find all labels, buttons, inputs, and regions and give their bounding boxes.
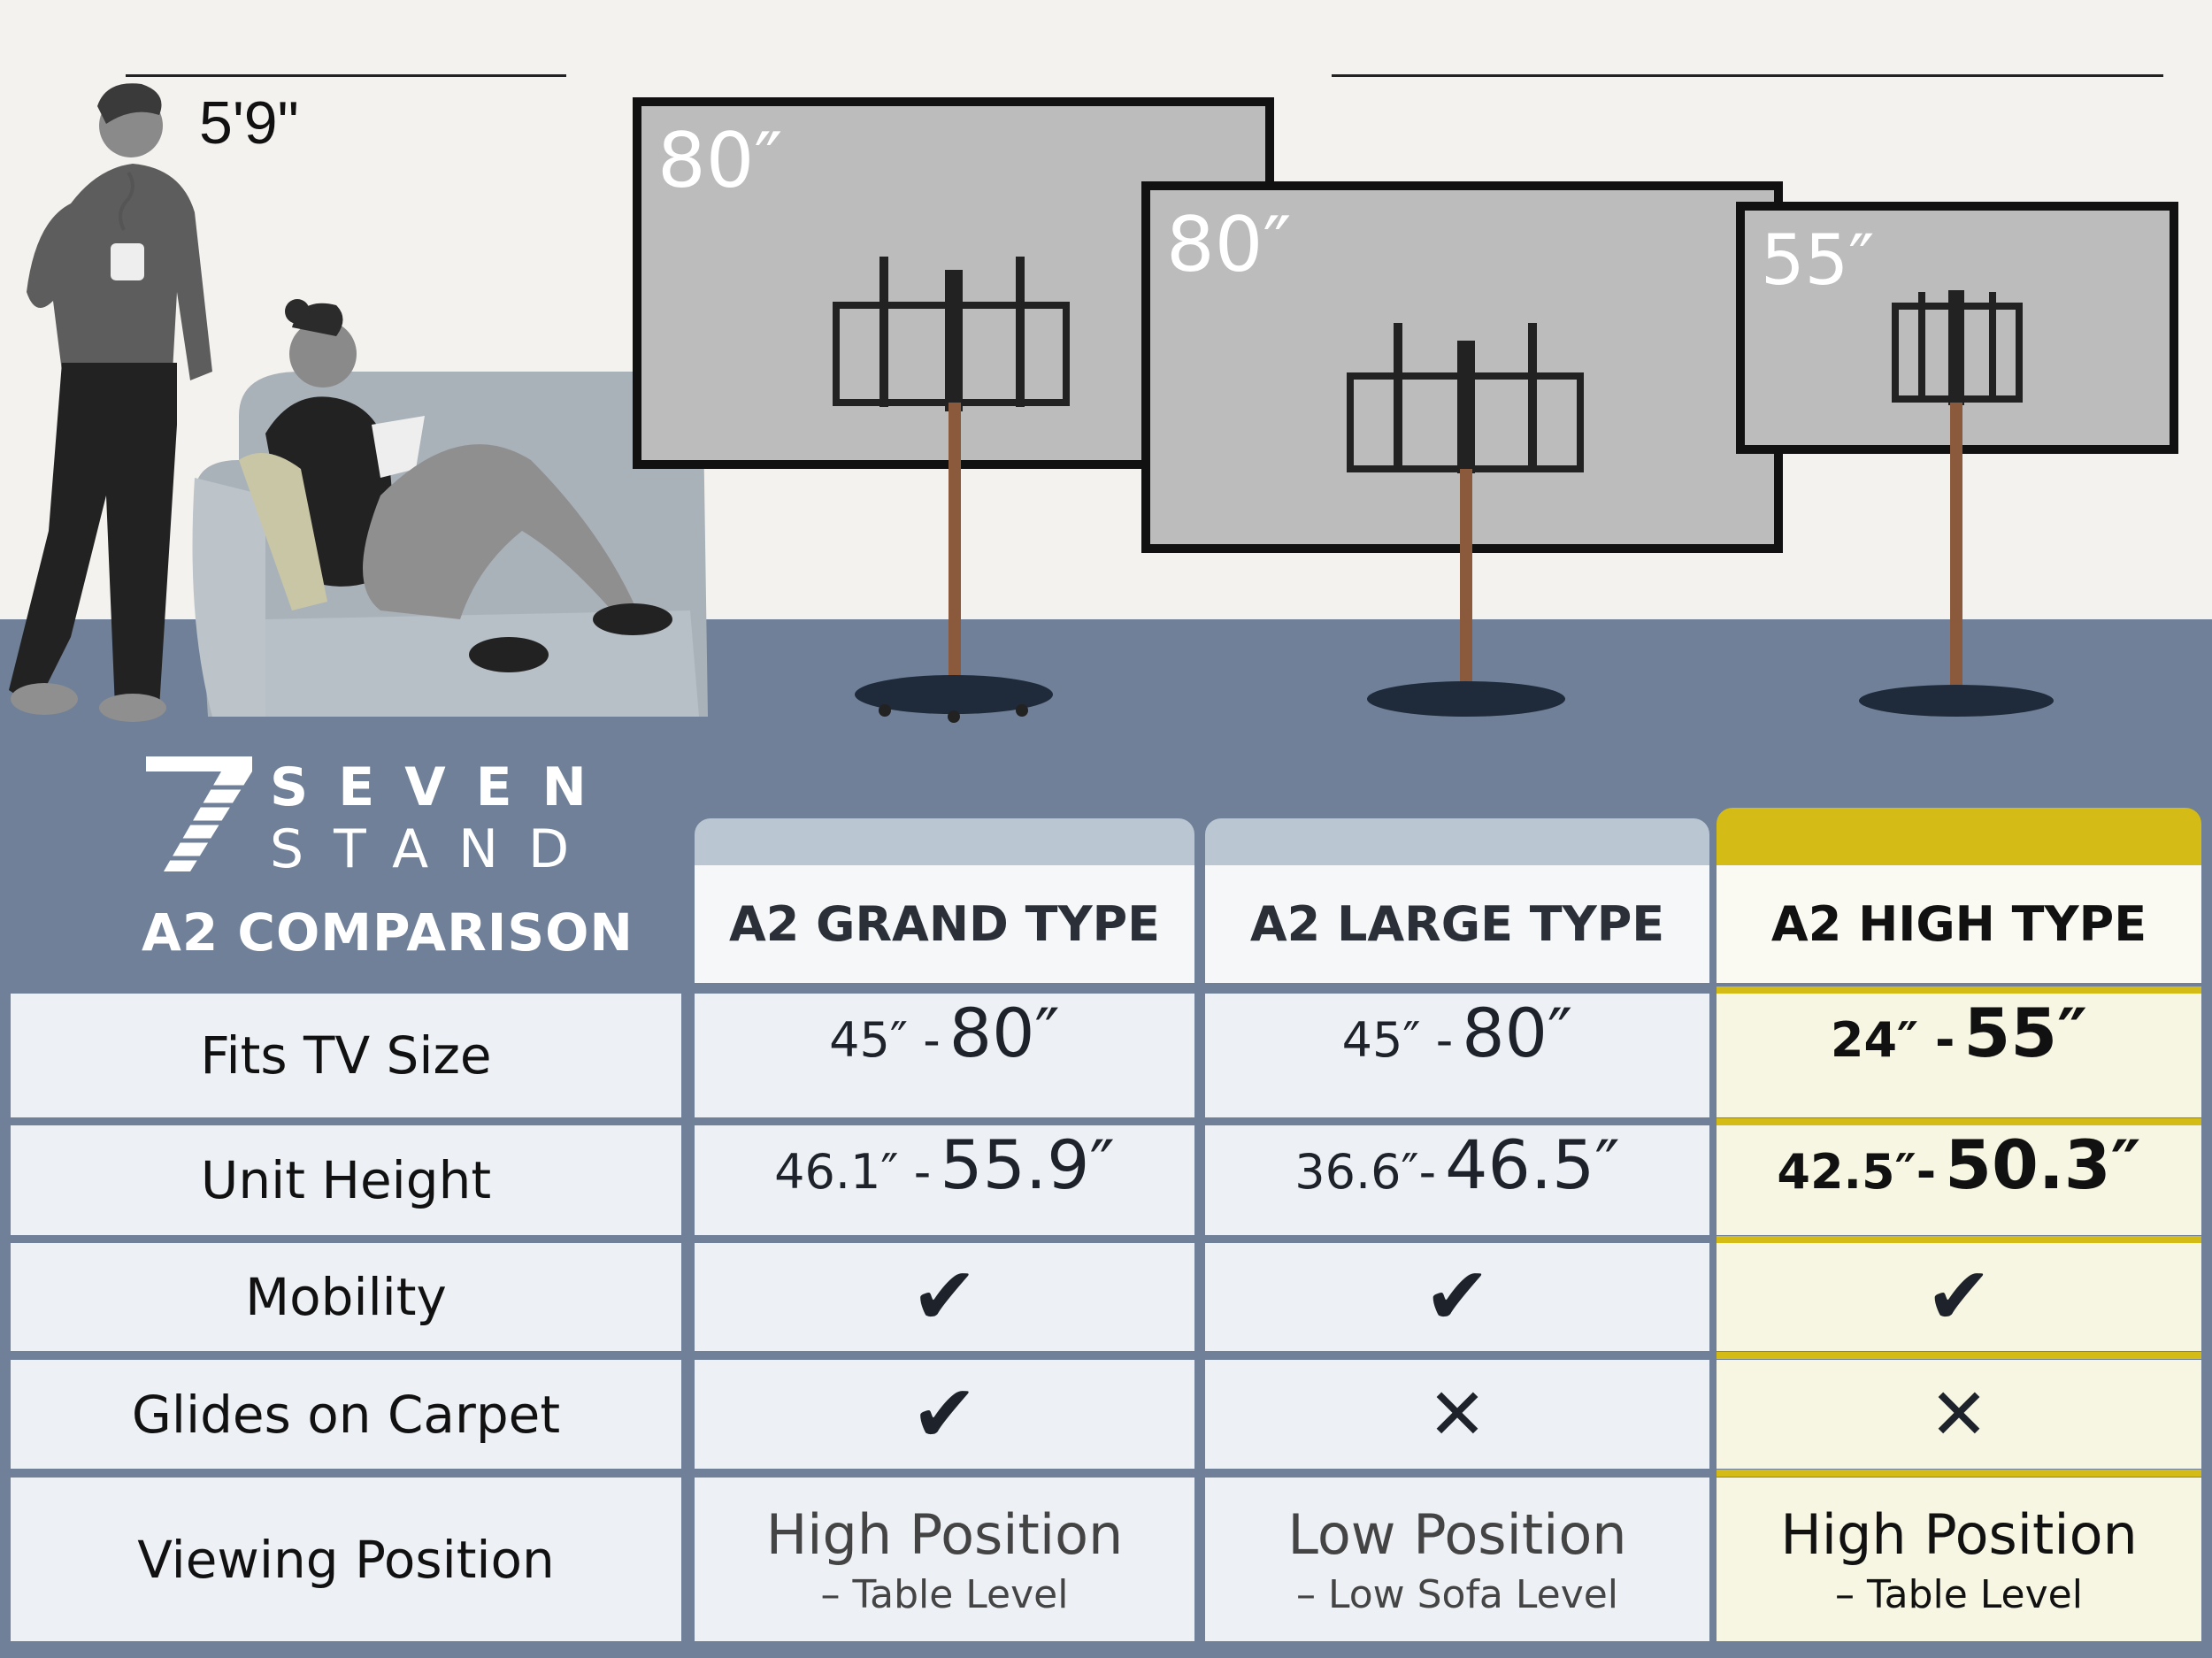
- cell-height-high: 42.5″- 50.3″: [1717, 1125, 2201, 1235]
- highlight-separator: [1717, 1118, 2201, 1125]
- seven-stand-logo-icon: [142, 756, 252, 871]
- column-header-high: A2 HIGH TYPE: [1717, 865, 2201, 983]
- cell-glides-large: ✕: [1205, 1360, 1709, 1469]
- cell-mobility-large: ✔: [1205, 1243, 1709, 1351]
- cell-mobility-high: ✔: [1717, 1243, 2201, 1351]
- stand-high: [1859, 290, 2054, 717]
- check-icon: ✔: [1925, 1250, 1993, 1343]
- person-height-label: 5'9": [199, 89, 299, 157]
- column-header-large: A2 LARGE TYPE: [1205, 865, 1709, 983]
- man-trousers: [9, 363, 177, 708]
- cell-viewing-large: Low Position – Low Sofa Level: [1205, 1478, 1709, 1641]
- column-header-grand: A2 GRAND TYPE: [695, 865, 1194, 983]
- row-label-unit-height: Unit Height: [11, 1125, 681, 1235]
- divider-line-left: [126, 74, 566, 77]
- row-label-glides: Glides on Carpet: [11, 1360, 681, 1469]
- check-icon: ✔: [1424, 1250, 1491, 1343]
- cell-height-grand: 46.1″ - 55.9″: [695, 1125, 1194, 1235]
- stand-large: [1347, 323, 1584, 717]
- highlight-separator: [1717, 1352, 2201, 1359]
- row-label-mobility: Mobility: [11, 1243, 681, 1351]
- cell-viewing-grand: High Position – Table Level: [695, 1478, 1194, 1641]
- cell-mobility-grand: ✔: [695, 1243, 1194, 1351]
- row-label-fits-tv-size: Fits TV Size: [11, 994, 681, 1117]
- woman-head: [289, 320, 357, 388]
- tv-size-label: 55″: [1761, 221, 1875, 301]
- stand-grand: [833, 257, 1070, 723]
- comparison-title: A2 COMPARISON: [142, 902, 634, 963]
- cell-fits-high: 24″ - 55″: [1717, 994, 2201, 1117]
- brand-name-top: SEVEN: [270, 756, 617, 818]
- coffee-cup: [111, 243, 144, 280]
- row-label-viewing: Viewing Position: [11, 1478, 681, 1641]
- check-icon: ✔: [910, 1367, 979, 1461]
- cross-icon: ✕: [1929, 1372, 1989, 1455]
- cross-icon: ✕: [1427, 1372, 1487, 1455]
- cell-viewing-high: High Position – Table Level: [1717, 1478, 2201, 1641]
- highlight-separator: [1717, 986, 2201, 994]
- divider-line-right: [1332, 74, 2163, 77]
- tv-size-label: 80″: [657, 117, 783, 205]
- tv-stands: [833, 257, 2054, 723]
- column-tab-large: [1205, 818, 1709, 868]
- cell-height-large: 36.6″- 46.5″: [1205, 1125, 1709, 1235]
- cell-glides-grand: ✔: [695, 1360, 1194, 1469]
- highlight-separator: [1717, 1470, 2201, 1477]
- highlight-separator: [1717, 1236, 2201, 1243]
- people-sofa-illustration: [9, 83, 708, 722]
- check-icon: ✔: [910, 1250, 979, 1343]
- column-tab-high: [1717, 808, 2201, 870]
- cell-fits-grand: 45″ - 80″: [695, 994, 1194, 1117]
- cell-fits-large: 45″ - 80″: [1205, 994, 1709, 1117]
- column-tab-grand: [695, 818, 1194, 868]
- woman-legs: [363, 444, 637, 619]
- tv-size-label: 80″: [1166, 201, 1292, 289]
- cell-glides-high: ✕: [1717, 1360, 2201, 1469]
- brand-name-bottom: STAND: [270, 818, 600, 880]
